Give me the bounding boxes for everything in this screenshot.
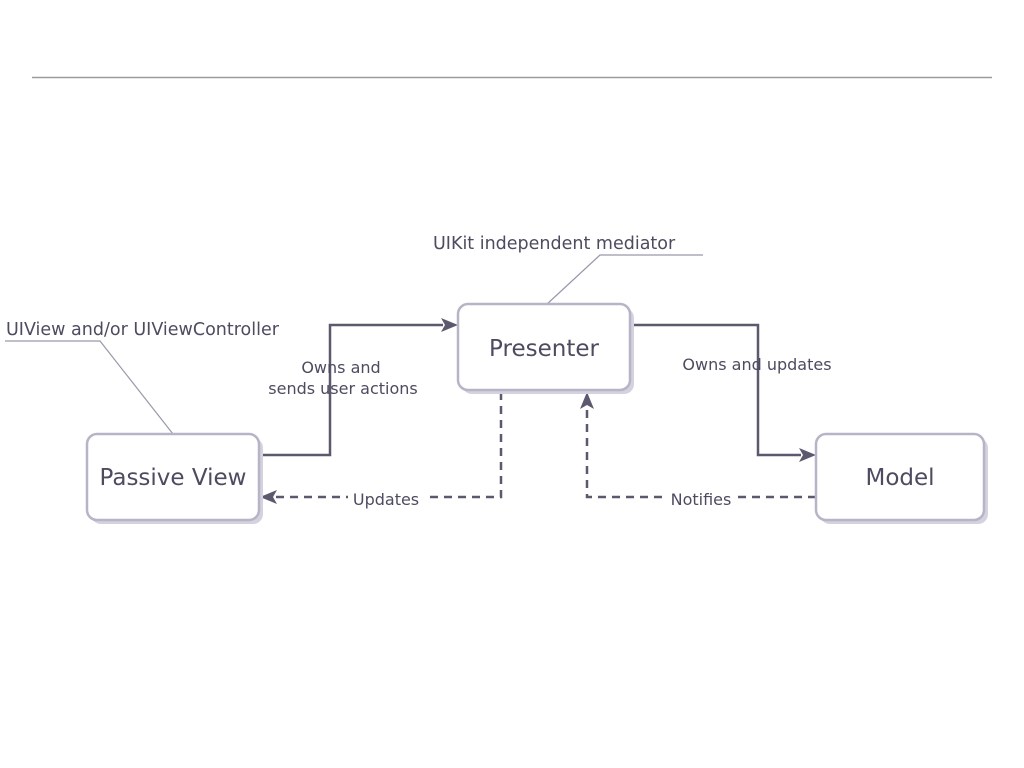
node-passive-view-box	[85, 432, 261, 522]
callout-presenter-leader	[545, 254, 703, 306]
node-presenter: Presenter	[456, 302, 634, 394]
edge-model-to-presenter: Notifies	[580, 392, 816, 509]
node-presenter-label: Presenter	[489, 336, 599, 362]
node-passive-view: Passive View	[85, 432, 263, 524]
edge-presenter-to-view-line	[276, 392, 503, 499]
callout-view-note: UIView and/or UIViewController	[5, 320, 280, 435]
edge-view-to-presenter: Owns and sends user actions	[258, 318, 458, 457]
arrow-to-model-head	[799, 448, 816, 462]
node-model-label: Model	[865, 465, 934, 491]
callout-presenter-text: UIKit independent mediator	[433, 234, 676, 254]
callout-view-leader	[5, 340, 174, 435]
edge-view-to-presenter-line	[258, 323, 443, 457]
edge-view-to-presenter-label-1: Owns and	[301, 358, 380, 377]
node-passive-view-label: Passive View	[100, 465, 247, 491]
node-model: Model	[814, 432, 988, 524]
edge-presenter-to-model-line	[630, 323, 801, 457]
edge-view-to-presenter-label-2: sends user actions	[268, 379, 417, 398]
edge-presenter-to-model: Owns and updates	[630, 323, 832, 462]
callout-presenter-note: UIKit independent mediator	[433, 234, 703, 306]
node-presenter-box	[456, 302, 632, 392]
edge-label-bg-notifies	[664, 486, 738, 508]
edge-presenter-to-view: Updates	[260, 392, 503, 509]
arrow-to-presenter-head	[441, 318, 458, 332]
edge-label-bg-updates	[348, 486, 424, 508]
callout-view-text: UIView and/or UIViewController	[6, 320, 280, 340]
arrow-to-presenter-up-head	[580, 392, 594, 409]
edge-model-to-presenter-line	[585, 408, 816, 499]
node-model-box	[814, 432, 986, 522]
edge-presenter-to-model-label: Owns and updates	[682, 355, 831, 374]
arrow-to-view-head	[260, 490, 277, 504]
edge-presenter-to-view-label: Updates	[353, 490, 419, 509]
edge-model-to-presenter-label: Notifies	[671, 490, 732, 509]
